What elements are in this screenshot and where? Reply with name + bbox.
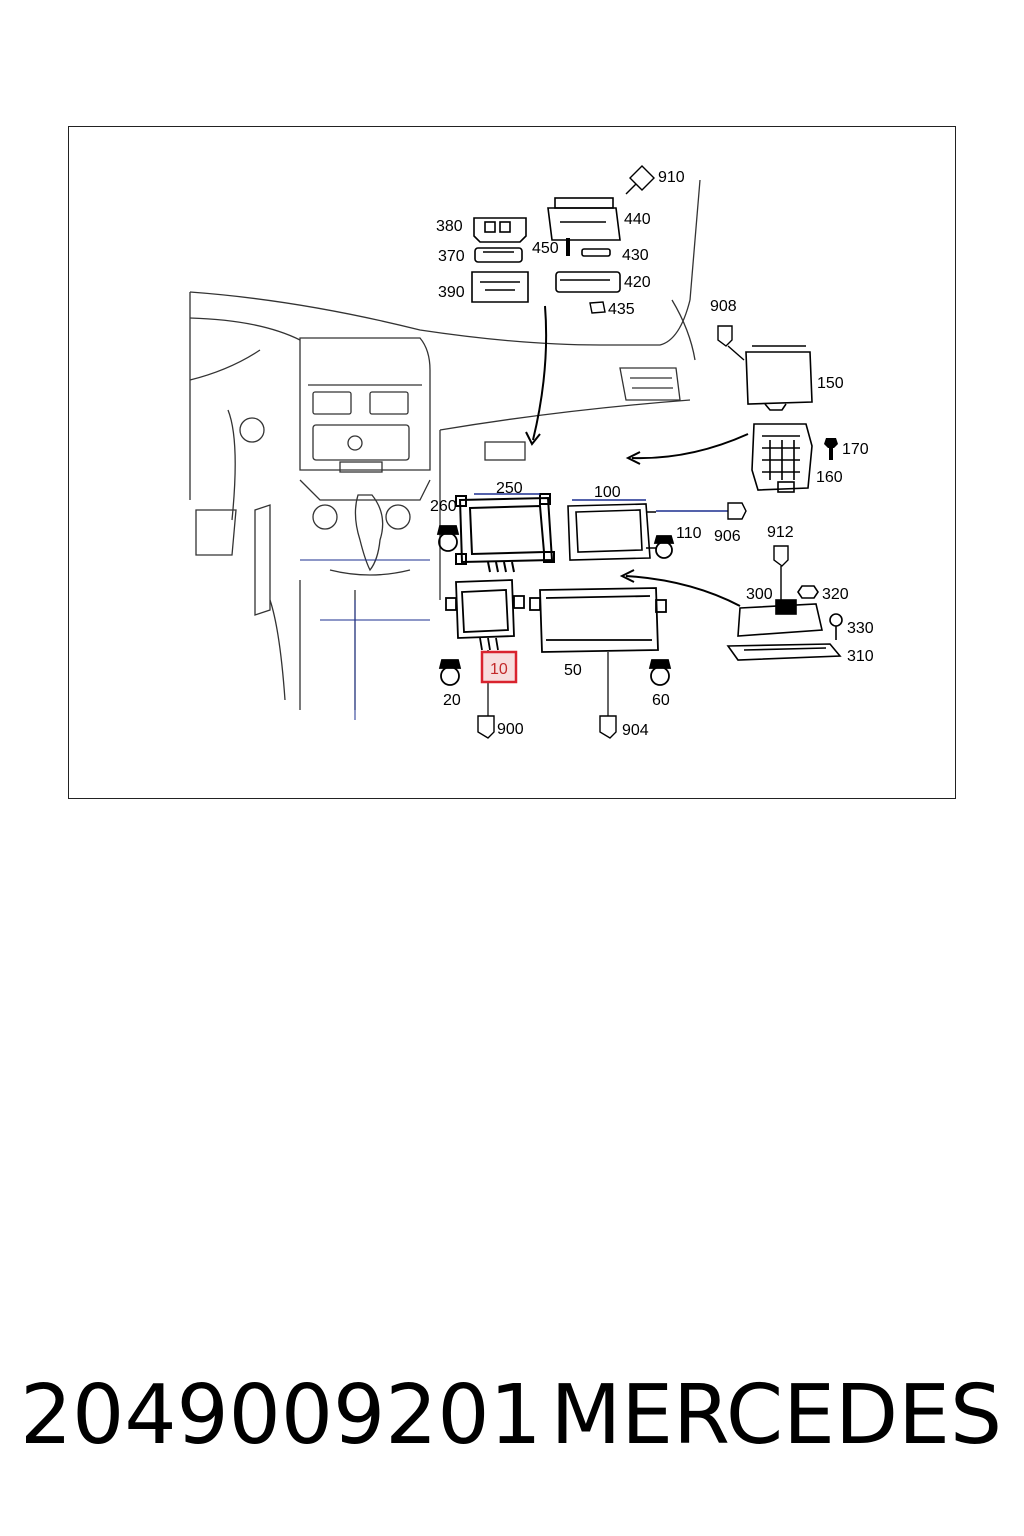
connector-910 (625, 165, 655, 195)
part-330-screw (829, 613, 843, 640)
callout-170: 170 (842, 441, 869, 458)
part-370-panel (474, 247, 523, 263)
part-310-rail (726, 643, 842, 661)
callout-435: 435 (608, 301, 635, 318)
callout-100: 100 (594, 484, 621, 501)
callout-420: 420 (624, 274, 651, 291)
connector-900 (477, 715, 495, 739)
connector-906 (727, 502, 747, 520)
brand-name: MERCEDES (550, 1368, 1002, 1463)
part-420-module (555, 271, 621, 293)
part-430-strip (581, 248, 611, 257)
callout-912: 912 (767, 524, 794, 541)
callout-250: 250 (496, 480, 523, 497)
connector-912 (773, 545, 789, 604)
callout-160: 160 (816, 469, 843, 486)
part-380-switch (473, 217, 527, 243)
part-320-nut (797, 585, 819, 599)
part-160-fuse-box (751, 423, 813, 493)
part-100-module (567, 503, 656, 561)
part-60-bolt (648, 659, 672, 686)
part-250-control-unit (455, 493, 555, 573)
callout-450: 450 (532, 240, 559, 257)
assembly-arrow-right (625, 433, 749, 465)
callout-910: 910 (658, 169, 685, 186)
part-300-bracket (737, 599, 823, 637)
part-450-screw (566, 238, 570, 256)
part-440-control-unit (547, 197, 621, 241)
callout-50: 50 (564, 662, 582, 679)
callout-320: 320 (822, 586, 849, 603)
part-110-bolt (653, 535, 675, 559)
callout-380: 380 (436, 218, 463, 235)
part-390-bracket (471, 271, 529, 303)
callout-370: 370 (438, 248, 465, 265)
parts-diagram: 910 440 380 370 450 430 390 420 435 908 … (189, 165, 874, 739)
callout-906: 906 (714, 528, 741, 545)
dashboard-outline (189, 179, 701, 720)
callout-20: 20 (443, 692, 461, 709)
callout-310: 310 (847, 648, 874, 665)
assembly-arrow-top (525, 305, 548, 446)
part-435-clip (589, 301, 606, 314)
callout-110: 110 (676, 525, 702, 542)
part-10-control-module (445, 579, 525, 651)
diagram-frame (68, 126, 956, 799)
callout-labels: 910 440 380 370 450 430 390 420 435 908 … (430, 169, 874, 739)
part-260-bolt (436, 525, 460, 552)
callout-260: 260 (430, 498, 457, 515)
part-170-screw (824, 438, 838, 460)
part-number: 2049009201 (20, 1368, 542, 1463)
part-20-bolt (438, 659, 462, 686)
callout-60: 60 (652, 692, 670, 709)
part-50-amplifier (529, 587, 667, 653)
callout-10: 10 (490, 661, 508, 678)
connector-904 (599, 715, 617, 739)
assembly-arrow-lower (619, 569, 741, 607)
callout-430: 430 (622, 247, 649, 264)
callout-908: 908 (710, 298, 737, 315)
highlight-box-10 (480, 650, 518, 684)
part-150-control-module (745, 345, 813, 411)
callout-330: 330 (847, 620, 874, 637)
connector-908 (717, 325, 745, 361)
callout-390: 390 (438, 284, 465, 301)
callout-904: 904 (622, 722, 649, 739)
callout-150: 150 (817, 375, 844, 392)
callout-440: 440 (624, 211, 651, 228)
callout-900: 900 (497, 721, 524, 738)
callout-300: 300 (746, 586, 773, 603)
